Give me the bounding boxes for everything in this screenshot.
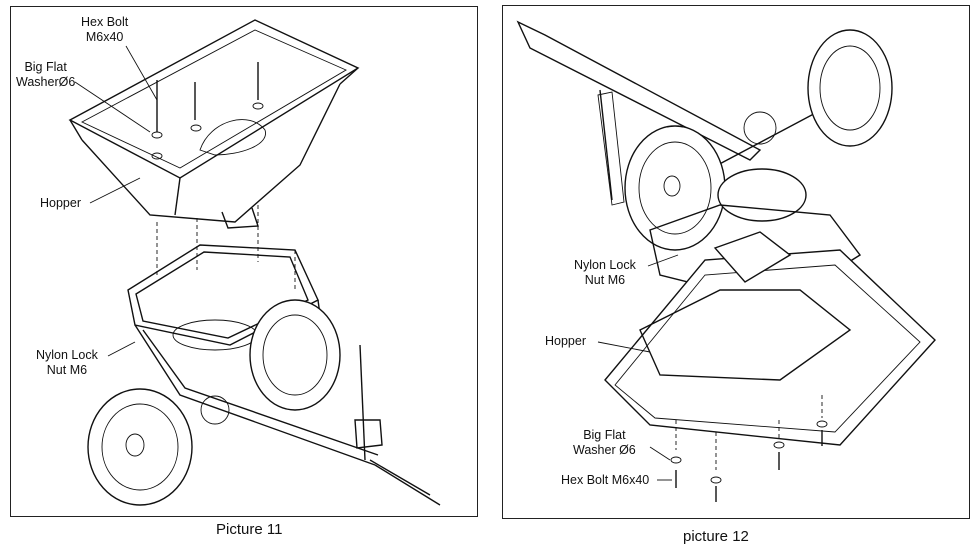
wheel-rear-12 <box>807 29 893 147</box>
frame-12 <box>649 204 862 306</box>
assembly-lines-12 <box>675 395 823 470</box>
nut-label-12-line2: Nut M6 <box>584 273 626 287</box>
nut-label-12-line1: Nylon Lock <box>574 258 636 272</box>
washer-label-12-line1: Big Flat <box>583 428 626 442</box>
washer-label-11-line2: WasherØ6 <box>16 75 76 89</box>
wheel-left-11 <box>87 388 193 506</box>
hopper-label-11: Hopper <box>40 196 81 210</box>
gear-11 <box>200 395 230 425</box>
washer-label-11: Big Flat WasherØ6 <box>16 60 75 90</box>
spinner-plate-12 <box>717 168 807 222</box>
hopper-bolts-12 <box>670 420 828 502</box>
hex-bolt-label-11-line1: Hex Bolt <box>81 15 129 29</box>
nut-label-11-line2: Nut M6 <box>46 363 88 377</box>
hopper-11 <box>68 19 360 229</box>
leaders-11 <box>74 45 158 357</box>
nut-label-12: Nylon Lock Nut M6 <box>574 258 636 288</box>
washer-label-11-line1: Big Flat <box>24 60 67 74</box>
hopper-bolts-11 <box>151 62 264 160</box>
nut-label-11: Nylon Lock Nut M6 <box>36 348 98 378</box>
picture-11-caption: Picture 11 <box>216 521 283 538</box>
assembly-lines-11 <box>156 205 296 290</box>
washer-label-12: Big Flat Washer Ø6 <box>573 428 636 458</box>
tow-bar-12 <box>516 20 762 206</box>
nut-label-11-line1: Nylon Lock <box>36 348 98 362</box>
wheel-right-11 <box>249 299 341 411</box>
hex-bolt-label-12: Hex Bolt M6x40 <box>561 473 650 487</box>
hopper-label-12: Hopper <box>545 334 586 348</box>
hex-bolt-label-11: Hex Bolt M6x40 <box>81 15 128 45</box>
washer-label-12-line2: Washer Ø6 <box>573 443 636 457</box>
gear-12 <box>743 111 777 145</box>
hex-bolt-label-11-line2: M6x40 <box>85 30 124 44</box>
hopper-12 <box>604 231 936 446</box>
wheel-front-12 <box>624 125 726 251</box>
leaders-12 <box>597 254 679 481</box>
picture-12-caption: picture 12 <box>683 528 749 545</box>
